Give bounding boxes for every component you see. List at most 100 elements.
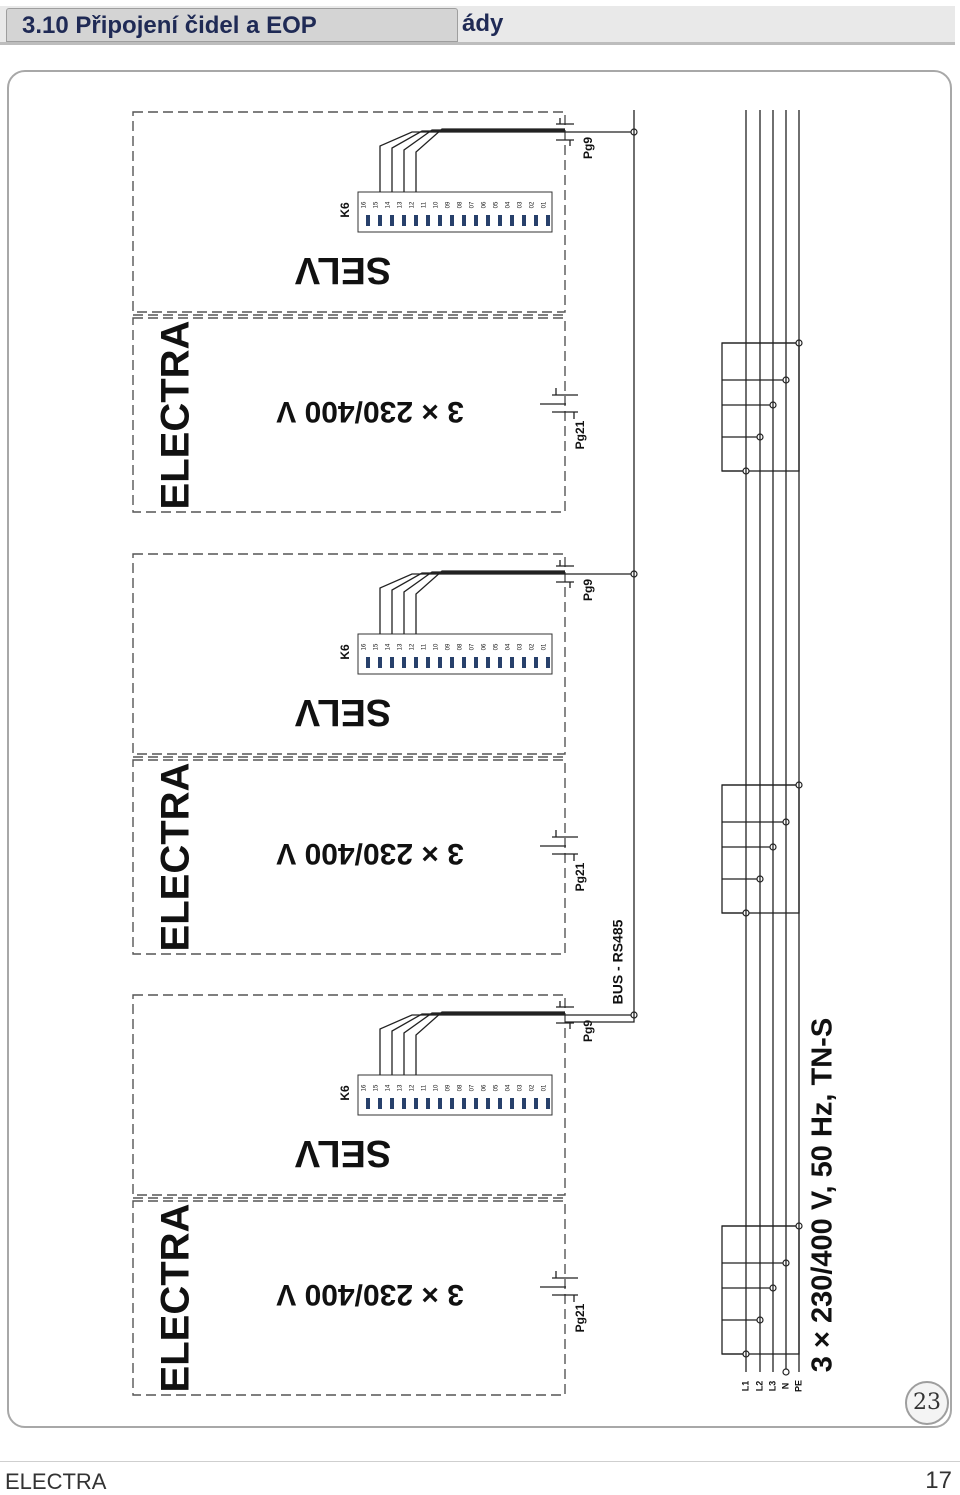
terminal-contact bbox=[522, 215, 526, 226]
terminal-number: 07 bbox=[470, 201, 476, 208]
sensor-wire bbox=[403, 129, 565, 192]
terminal-contact bbox=[378, 215, 382, 226]
terminal-contact bbox=[510, 215, 514, 226]
terminal-number: 12 bbox=[410, 643, 416, 650]
terminal-contact bbox=[534, 1098, 538, 1109]
terminal-number: 15 bbox=[374, 201, 380, 208]
terminal-contact bbox=[486, 657, 490, 668]
power-gland bbox=[552, 388, 578, 419]
terminal-contact bbox=[378, 657, 382, 668]
page-badge: 23 bbox=[905, 1381, 949, 1425]
terminal-number: 13 bbox=[398, 201, 404, 208]
terminal-number: 13 bbox=[398, 643, 404, 650]
terminal-contact bbox=[534, 215, 538, 226]
terminal-contact bbox=[450, 215, 454, 226]
sensor-wire bbox=[415, 128, 565, 192]
terminal-number: 09 bbox=[446, 201, 452, 208]
terminal-block-label: K6 bbox=[338, 202, 352, 218]
terminal-contact bbox=[462, 215, 466, 226]
selv-label: SELV bbox=[294, 1132, 391, 1174]
terminal-number: 10 bbox=[434, 201, 440, 208]
terminal-number: 14 bbox=[386, 643, 392, 650]
terminal-number: 15 bbox=[374, 1084, 380, 1091]
terminal-contact bbox=[510, 657, 514, 668]
terminal-contact bbox=[474, 657, 478, 668]
power-gland bbox=[552, 1271, 578, 1302]
conductor-label-l1: L1 bbox=[740, 1381, 750, 1392]
footer-brand: ELECTRA bbox=[5, 1469, 107, 1494]
terminal-contact bbox=[402, 657, 406, 668]
signal-gland-label: Pg9 bbox=[581, 137, 595, 159]
section-title: 3.10 Připojení čidel a EOP bbox=[22, 12, 317, 39]
terminal-number: 01 bbox=[542, 1084, 548, 1091]
supply-voltage-label: 3 × 230/400 V bbox=[276, 395, 464, 428]
terminal-contact bbox=[474, 1098, 478, 1109]
sensor-wire bbox=[415, 570, 565, 634]
supply-voltage-label: 3 × 230/400 V bbox=[276, 1278, 464, 1311]
terminal-number: 02 bbox=[530, 201, 536, 208]
terminal-number: 05 bbox=[494, 201, 500, 208]
conductor-label-n: N bbox=[780, 1383, 790, 1390]
terminal-number: 02 bbox=[530, 643, 536, 650]
selv-compartment bbox=[132, 111, 566, 313]
sensor-wire bbox=[403, 1012, 565, 1075]
terminal-number: 03 bbox=[518, 643, 524, 650]
terminal-number: 02 bbox=[530, 1084, 536, 1091]
terminal-number: 07 bbox=[470, 1084, 476, 1091]
section-title-tail: ády bbox=[462, 10, 504, 37]
terminal-number: 16 bbox=[362, 643, 368, 650]
terminal-contact bbox=[366, 215, 370, 226]
terminal-number: 04 bbox=[506, 643, 512, 650]
terminal-contact bbox=[474, 215, 478, 226]
terminal-number: 01 bbox=[542, 643, 548, 650]
signal-gland bbox=[556, 118, 574, 146]
power-gland bbox=[552, 830, 578, 861]
terminal-number: 05 bbox=[494, 643, 500, 650]
terminal-contact bbox=[498, 1098, 502, 1109]
signal-gland-label: Pg9 bbox=[581, 1020, 595, 1042]
selv-label: SELV bbox=[294, 249, 391, 291]
sensor-wire bbox=[391, 572, 565, 634]
bus-rs485-line bbox=[565, 110, 635, 1023]
terminal-contact bbox=[426, 215, 430, 226]
terminal-number: 11 bbox=[422, 1084, 428, 1091]
signal-gland-label: Pg9 bbox=[581, 579, 595, 601]
terminal-contact bbox=[522, 1098, 526, 1109]
terminal-contact bbox=[546, 657, 550, 668]
terminal-number: 09 bbox=[446, 643, 452, 650]
unit-brand-label: ELECTRA bbox=[154, 321, 198, 510]
conductor-label-l2: L2 bbox=[754, 1381, 764, 1392]
terminal-contact bbox=[402, 1098, 406, 1109]
terminal-number: 15 bbox=[374, 643, 380, 650]
power-gland-label: Pg21 bbox=[573, 420, 587, 449]
terminal-contact bbox=[450, 1098, 454, 1109]
power-gland-label: Pg21 bbox=[573, 1303, 587, 1332]
neutral-terminal bbox=[782, 1368, 790, 1376]
terminal-number: 13 bbox=[398, 1084, 404, 1091]
footer-page-number: 17 bbox=[925, 1467, 952, 1494]
power-compartment bbox=[132, 759, 566, 955]
unit-brand-label: ELECTRA bbox=[154, 763, 198, 952]
selv-compartment bbox=[132, 994, 566, 1196]
selv-label: SELV bbox=[294, 691, 391, 733]
terminal-number: 16 bbox=[362, 1084, 368, 1091]
terminal-number: 04 bbox=[506, 1084, 512, 1091]
terminal-number: 06 bbox=[482, 1084, 488, 1091]
terminal-number: 11 bbox=[422, 201, 428, 208]
footer-rule bbox=[0, 1461, 960, 1462]
terminal-contact bbox=[390, 215, 394, 226]
terminal-contact bbox=[366, 657, 370, 668]
terminal-contact bbox=[522, 657, 526, 668]
section-tab bbox=[6, 8, 458, 42]
sensor-wire bbox=[391, 1013, 565, 1075]
terminal-block-label: K6 bbox=[338, 1085, 352, 1101]
supply-voltage-label: 3 × 230/400 V bbox=[276, 837, 464, 870]
terminal-number: 03 bbox=[518, 201, 524, 208]
terminal-contact bbox=[366, 1098, 370, 1109]
sensor-wire bbox=[379, 131, 565, 192]
terminal-number: 03 bbox=[518, 1084, 524, 1091]
terminal-number: 16 bbox=[362, 201, 368, 208]
terminal-number: 05 bbox=[494, 1084, 500, 1091]
